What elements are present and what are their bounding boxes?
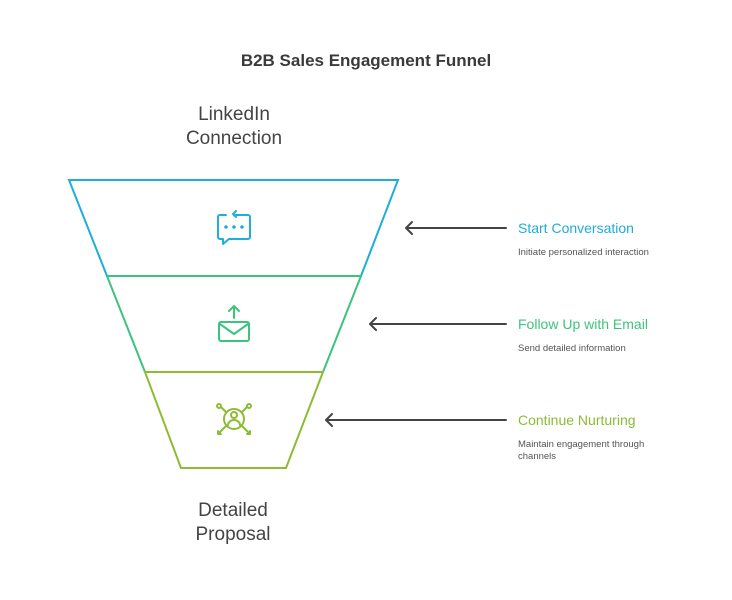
stage-3-desc-line2: channels (518, 451, 556, 462)
top-label-line1: LinkedIn (198, 104, 270, 125)
user-network-icon (216, 403, 252, 435)
chat-bubble-icon (217, 210, 251, 245)
arrow-2 (369, 317, 507, 331)
bottom-label-line2: Proposal (196, 524, 271, 545)
stage-3-desc-line1: Maintain engagement through (518, 439, 644, 450)
diagram-title: B2B Sales Engagement Funnel (241, 51, 491, 70)
top-label-line2: Connection (186, 128, 282, 149)
stage-2-title: Follow Up with Email (518, 316, 648, 332)
stage-3-title: Continue Nurturing (518, 412, 636, 428)
stage-2-desc: Send detailed information (518, 343, 626, 354)
stage-1-title: Start Conversation (518, 220, 634, 236)
funnel-stage-3 (143, 371, 325, 469)
arrow-1 (405, 221, 507, 235)
bottom-label-line1: Detailed (198, 500, 268, 521)
email-send-icon (218, 305, 250, 342)
funnel-stage-2 (106, 275, 362, 373)
stage-1-desc: Initiate personalized interaction (518, 247, 649, 258)
arrow-3 (325, 413, 507, 427)
